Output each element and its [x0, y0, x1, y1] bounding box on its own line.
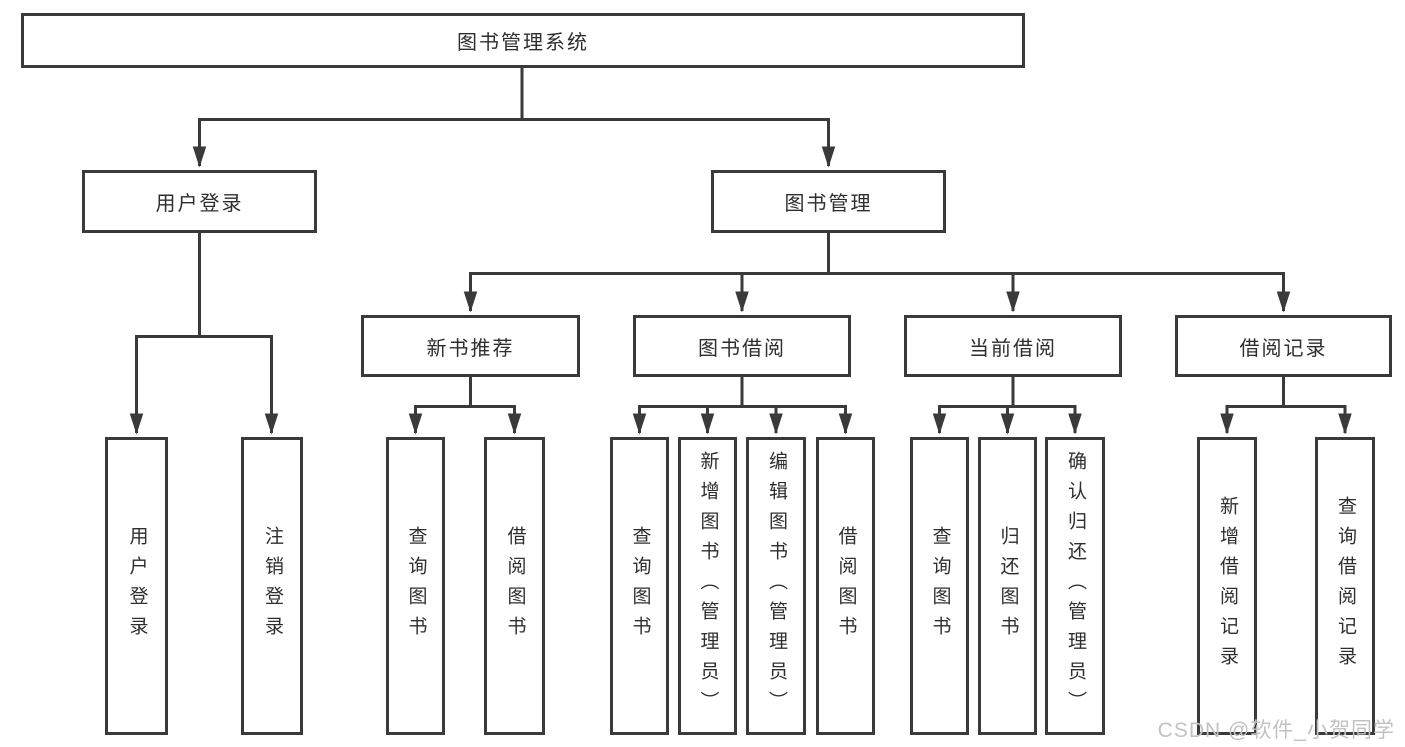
- leaf-recommend-borrow-books: 借阅图书: [484, 437, 545, 735]
- leaf-label: 新增借阅记录: [1216, 496, 1238, 676]
- node-label: 新书推荐: [426, 337, 515, 360]
- node-library-management-system: 图书管理系统: [21, 13, 1025, 68]
- leaf-label: 查询图书: [405, 526, 427, 646]
- node-current-borrow: 当前借阅: [904, 315, 1122, 377]
- leaf-label: 注销登录: [261, 526, 283, 646]
- node-book-management: 图书管理: [711, 170, 946, 233]
- leaf-current-return-books: 归还图书: [978, 437, 1037, 735]
- leaf-borrow-borrow-books: 借阅图书: [816, 437, 875, 735]
- leaf-current-confirm-return-admin: 确认归还（管理员）: [1045, 437, 1105, 735]
- leaf-label: 确认归还（管理员）: [1064, 451, 1086, 721]
- node-label: 用户登录: [155, 193, 244, 215]
- leaf-borrow-query-books: 查询图书: [610, 437, 669, 735]
- leaf-borrow-add-books-admin: 新增图书（管理员）: [678, 437, 737, 735]
- leaf-label: 查询图书: [929, 526, 951, 646]
- node-book-borrow: 图书借阅: [633, 315, 851, 377]
- node-borrow-records: 借阅记录: [1175, 315, 1392, 377]
- node-label: 图书管理系统: [457, 32, 589, 54]
- leaf-user-login: 用户登录: [105, 437, 168, 735]
- leaf-recommend-query-books: 查询图书: [386, 437, 445, 735]
- leaf-label: 查询图书: [629, 526, 651, 646]
- leaf-logout: 注销登录: [241, 437, 303, 735]
- leaf-label: 归还图书: [997, 526, 1019, 646]
- leaf-borrow-edit-books-admin: 编辑图书（管理员）: [746, 437, 806, 735]
- leaf-label: 用户登录: [126, 526, 148, 646]
- node-label: 图书管理: [784, 193, 873, 215]
- leaf-label: 查询借阅记录: [1334, 496, 1356, 676]
- csdn-watermark: CSDN @软件_小贺同学: [1157, 719, 1395, 742]
- leaf-label: 借阅图书: [504, 526, 526, 646]
- leaf-records-add-borrow-record: 新增借阅记录: [1197, 437, 1257, 735]
- leaf-label: 编辑图书（管理员）: [765, 451, 787, 721]
- node-new-book-recommend: 新书推荐: [361, 315, 580, 377]
- node-label: 借阅记录: [1239, 337, 1328, 360]
- node-user-login: 用户登录: [82, 170, 317, 233]
- leaf-label: 新增图书（管理员）: [697, 451, 719, 721]
- leaf-records-query-borrow-record: 查询借阅记录: [1315, 437, 1375, 735]
- leaf-current-query-books: 查询图书: [910, 437, 969, 735]
- node-label: 图书借阅: [698, 337, 786, 360]
- leaf-label: 借阅图书: [835, 526, 857, 646]
- node-label: 当前借阅: [969, 337, 1057, 360]
